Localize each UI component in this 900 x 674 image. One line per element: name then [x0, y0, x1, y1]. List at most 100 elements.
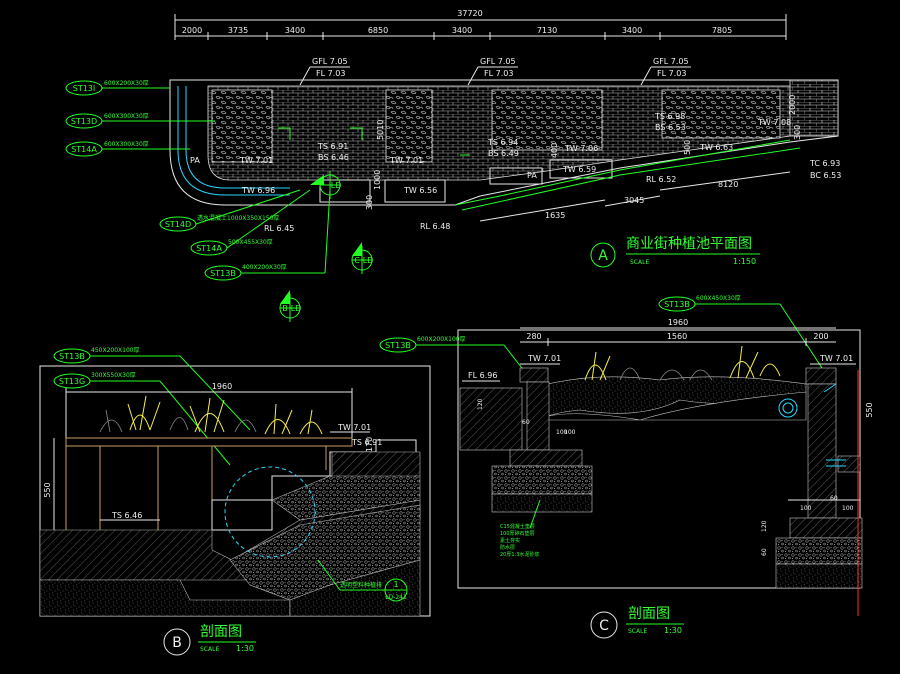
- plan-label: TW 6.59: [562, 165, 596, 174]
- dimension: 170: [365, 437, 374, 452]
- section-b-view: ST13B 450X200X100厚 ST13G 300X550X30厚 196…: [39, 347, 431, 656]
- plan-title: 商业街种植池平面图: [626, 236, 752, 252]
- section-label: TS 6.46: [111, 511, 142, 520]
- plan-label: TW 7.08: [757, 118, 791, 127]
- callout-tag: ST14D: [165, 220, 191, 229]
- callout-tag: ST14A: [71, 145, 97, 154]
- section-mark-letter: B: [282, 304, 288, 313]
- section-mark-letter: C: [354, 256, 360, 265]
- spec-note: 20厚1:3水泥砂浆: [500, 551, 539, 558]
- callout-tag: ST13B: [210, 269, 236, 278]
- segment-dim: 3400: [285, 26, 305, 35]
- plan-label: TS 6.98: [654, 112, 685, 121]
- gfl-label: GFL 7.05: [653, 57, 689, 66]
- segment-dim: 2000: [182, 26, 202, 35]
- callout-note: 300X550X30厚: [91, 372, 136, 379]
- fl-label: FL 7.03: [484, 69, 513, 78]
- plan-label: RL 6.48: [420, 222, 450, 231]
- detail-mark-top: 1: [393, 580, 398, 589]
- segment-dim: 7130: [537, 26, 557, 35]
- spec-note: 防水层: [500, 544, 515, 551]
- dimension: 1960: [668, 318, 688, 327]
- section-mark-plan[interactable]: LD: [310, 171, 341, 199]
- dimension: 550: [43, 482, 52, 497]
- overall-dimension: 37720: [457, 9, 482, 18]
- dimension: 60: [761, 548, 768, 556]
- plan-label: 300: [365, 195, 374, 210]
- title-bubble-letter: C: [599, 618, 609, 634]
- dimension: 60: [830, 495, 838, 502]
- planting: [99, 395, 323, 435]
- plan-label: 500: [683, 140, 692, 155]
- plan-view: 37720 2000 3735 3400 6850 3400 7130 3400…: [65, 9, 841, 322]
- plan-label: PA: [527, 171, 537, 180]
- callout-note: 400X200X30厚: [242, 264, 287, 271]
- callout-tag: ST13G: [59, 377, 85, 386]
- scale-word: SCALE: [628, 628, 647, 635]
- dimension: 120: [761, 520, 768, 532]
- fl-label: FL 7.03: [657, 69, 686, 78]
- plan-label: 300: [793, 125, 802, 140]
- detail-mark[interactable]: 1 LD-241: [384, 578, 408, 602]
- plan-label: TW 6.96: [241, 186, 275, 195]
- dimension: 280: [526, 332, 541, 341]
- plan-label: 1635: [545, 211, 565, 220]
- fl-label: FL 7.03: [316, 69, 345, 78]
- callout-tag: ST13B: [664, 300, 690, 309]
- segment-dim: 7805: [712, 26, 732, 35]
- plan-label: TW 7.01: [389, 156, 423, 165]
- segment-dim: 6850: [368, 26, 388, 35]
- callout-note: 450X200X100厚: [91, 347, 140, 354]
- title-bubble-letter: B: [172, 635, 182, 651]
- level-tags: GFL 7.05 FL 7.03 GFL 7.05 FL 7.03 GFL 7.…: [299, 57, 691, 86]
- plan-callouts: ST13I 600X200X30厚 ST13D 600X300X30厚 ST14…: [65, 80, 331, 281]
- planter-boxes: [211, 89, 781, 203]
- scale-word: SCALE: [200, 646, 219, 653]
- dimension: 100: [556, 429, 568, 436]
- plan-label: BC 6.53: [810, 171, 841, 180]
- plan-label: TS 6.94: [487, 138, 518, 147]
- plan-label: TS 6.91: [317, 142, 348, 151]
- dimension: 100: [800, 505, 812, 512]
- callout-note: 600X200X100厚: [417, 336, 466, 343]
- plan-label: 400: [550, 143, 559, 158]
- plan-label: BS 6.49: [488, 149, 519, 158]
- plan-label: TW 7.01: [239, 156, 273, 165]
- plan-label: 2000: [788, 95, 797, 115]
- callout-note: 600X450X30厚: [696, 295, 741, 302]
- section-label: FL 6.96: [468, 371, 497, 380]
- plan-label: 1000: [373, 170, 382, 190]
- spec-note: C15混凝土垫层: [500, 523, 535, 530]
- dimension: 200: [813, 332, 828, 341]
- section-mark-c[interactable]: C LD: [351, 242, 373, 274]
- plan-label: BS 6.46: [318, 153, 349, 162]
- plan-label: PA: [190, 156, 200, 165]
- callout-note: 500X455X30厚: [228, 239, 273, 246]
- callout-tag: ST13B: [385, 341, 411, 350]
- segment-dim: 3735: [228, 26, 248, 35]
- callout-note: 透水混凝土1000X350X150厚: [197, 214, 279, 222]
- callout-note: 600X300X30厚: [104, 141, 149, 148]
- plan-label: TW 6.63: [699, 143, 733, 152]
- dimension: 100: [842, 505, 854, 512]
- gfl-label: GFL 7.05: [312, 57, 348, 66]
- callout-tag: ST13I: [73, 84, 96, 93]
- segment-dimensions: 2000 3735 3400 6850 3400 7130 3400 7805: [182, 26, 732, 40]
- dimension: 550: [865, 402, 874, 417]
- section-scale: 1:30: [236, 644, 254, 653]
- spec-notes: C15混凝土垫层 100厚碎石垫层 素土夯实 防水层 20厚1:3水泥砂浆: [500, 499, 541, 558]
- plan-label: 8120: [718, 180, 738, 189]
- callout-note: 600X300X30厚: [104, 113, 149, 120]
- gfl-label: GFL 7.05: [480, 57, 516, 66]
- plan-scale: 1:150: [733, 257, 756, 266]
- callout-tag: ST14A: [196, 244, 222, 253]
- section-mark-sheet: LD: [291, 304, 302, 313]
- section-title: 剖面图: [628, 606, 670, 622]
- plan-label: TW 7.06: [564, 144, 598, 153]
- callout-tag: ST13B: [59, 352, 85, 361]
- section-c-view: ST13B 600X450X30厚 ST13B 600X200X100厚 196…: [379, 295, 874, 639]
- section-mark-b[interactable]: B LD: [279, 290, 302, 322]
- section-label: TS 6.91: [351, 438, 382, 447]
- section-label: TW 7.01: [527, 354, 561, 363]
